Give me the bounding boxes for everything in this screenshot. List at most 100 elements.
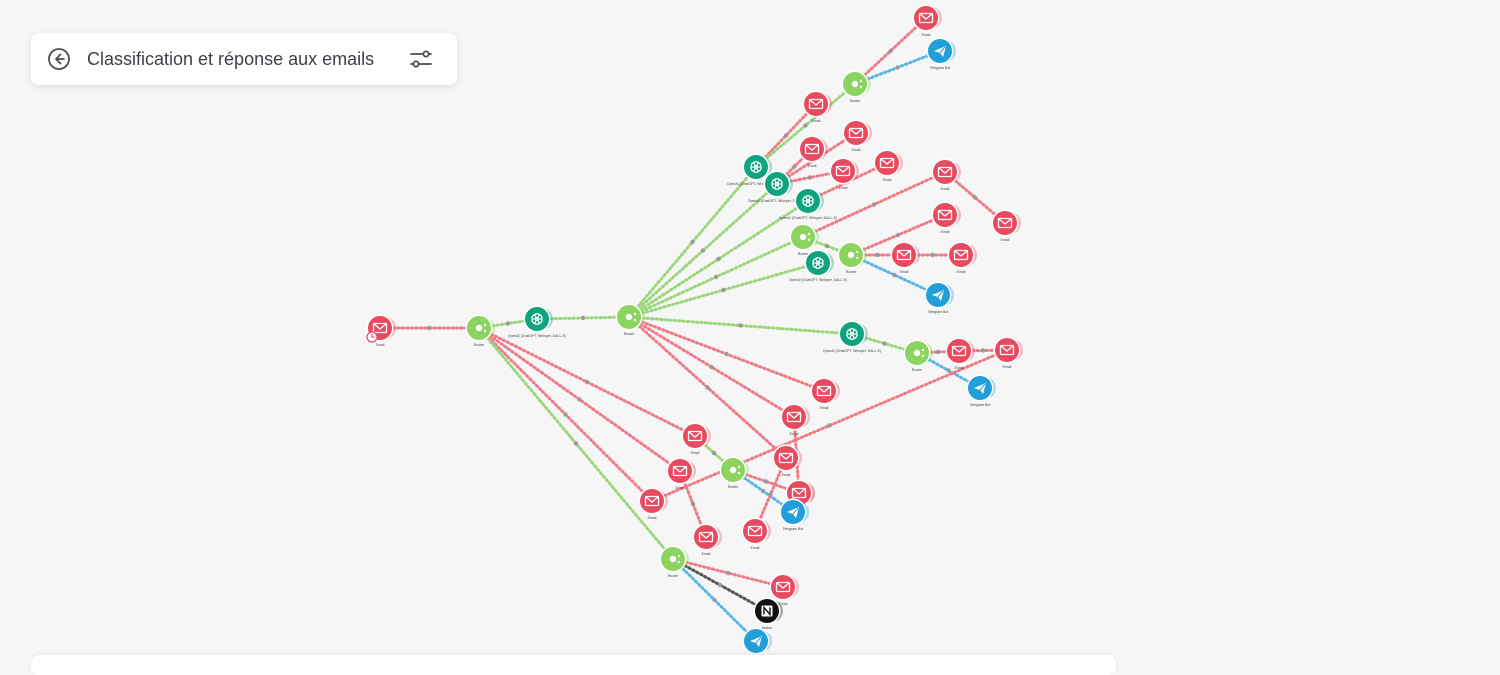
filter-icon[interactable] bbox=[803, 123, 808, 128]
filter-icon[interactable] bbox=[783, 133, 789, 138]
module-router[interactable]: Router bbox=[615, 303, 646, 337]
module-openai[interactable]: OpenAI (ChatGPT, Whisper, DALL-E) bbox=[789, 249, 847, 283]
scenario-connection[interactable] bbox=[627, 199, 810, 319]
module-email[interactable]: Email bbox=[810, 377, 841, 411]
scenario-connection[interactable] bbox=[754, 82, 857, 169]
module-router[interactable]: Router bbox=[789, 223, 820, 257]
scenario-connection[interactable] bbox=[627, 315, 796, 419]
module-email[interactable]: Email bbox=[780, 403, 811, 437]
module-router[interactable]: Router bbox=[659, 545, 690, 579]
module-telegram[interactable]: Telegram Bot bbox=[779, 498, 810, 532]
filter-icon[interactable] bbox=[577, 397, 582, 402]
module-email[interactable]: Email bbox=[769, 573, 800, 607]
module-email[interactable]: Email bbox=[829, 157, 860, 191]
settings-button[interactable] bbox=[407, 45, 435, 73]
scenario-connection[interactable] bbox=[535, 315, 631, 321]
scenario-connection[interactable] bbox=[627, 261, 820, 319]
scenario-connection[interactable] bbox=[627, 165, 758, 319]
filter-icon[interactable] bbox=[713, 274, 719, 280]
filter-icon[interactable] bbox=[792, 164, 797, 169]
scenario-connection[interactable] bbox=[627, 182, 779, 319]
scenario-connection[interactable] bbox=[627, 315, 826, 393]
filter-icon[interactable] bbox=[871, 202, 877, 207]
filter-icon[interactable] bbox=[738, 323, 743, 328]
filter-icon[interactable] bbox=[573, 441, 579, 446]
module-email[interactable]: Email bbox=[993, 336, 1024, 370]
filter-icon[interactable] bbox=[980, 348, 986, 353]
module-router[interactable]: Router bbox=[465, 314, 496, 348]
module-router[interactable]: Router bbox=[719, 456, 750, 490]
filter-icon[interactable] bbox=[972, 195, 978, 200]
scenario-connection[interactable] bbox=[853, 49, 942, 86]
filter-icon[interactable] bbox=[427, 325, 432, 331]
module-email[interactable]: Email bbox=[772, 444, 803, 478]
module-email[interactable]: Email bbox=[681, 422, 712, 456]
filter-icon[interactable] bbox=[824, 243, 830, 249]
module-email[interactable]: Email bbox=[873, 149, 904, 183]
filter-icon[interactable] bbox=[563, 412, 568, 417]
filter-icon[interactable] bbox=[712, 597, 717, 603]
module-telegram[interactable]: Telegram Bot bbox=[966, 374, 997, 408]
module-openai[interactable]: OpenAI (ChatGPT, Whisper, DALL-E) bbox=[508, 305, 566, 339]
scenario-connection[interactable] bbox=[477, 326, 682, 473]
module-email[interactable]: Email bbox=[842, 119, 873, 153]
filter-icon[interactable] bbox=[935, 349, 941, 355]
module-email[interactable]: Email bbox=[798, 135, 829, 169]
module-router[interactable]: Router bbox=[841, 70, 872, 104]
filter-icon[interactable] bbox=[709, 364, 714, 370]
filter-icon[interactable] bbox=[895, 232, 901, 238]
module-email[interactable]: Email bbox=[666, 457, 697, 491]
module-email[interactable]: Email bbox=[638, 487, 669, 521]
filter-icon[interactable] bbox=[768, 492, 773, 497]
module-openai[interactable]: OpenAI (ChatGPT, Whisper, DALL-E) bbox=[727, 153, 785, 187]
module-email[interactable]: Email bbox=[692, 523, 723, 557]
scenario-connection[interactable] bbox=[477, 326, 654, 503]
filter-icon[interactable] bbox=[930, 252, 935, 258]
back-button[interactable] bbox=[47, 47, 71, 71]
filter-icon[interactable] bbox=[895, 65, 900, 70]
module-telegram[interactable]: Telegram Bot bbox=[924, 281, 955, 315]
scenario-connection[interactable] bbox=[650, 348, 1009, 503]
module-email[interactable]: Email bbox=[785, 479, 816, 513]
filter-icon[interactable] bbox=[882, 341, 887, 346]
filter-icon[interactable] bbox=[711, 450, 717, 456]
filter-icon[interactable] bbox=[763, 479, 769, 484]
scenario-connection[interactable] bbox=[477, 326, 697, 438]
module-openai[interactable]: OpenAI (ChatGPT, Whisper, DALL-E) bbox=[823, 320, 881, 354]
module-email[interactable]: Email bbox=[945, 337, 976, 371]
filter-icon[interactable] bbox=[875, 252, 880, 258]
filter-icon[interactable] bbox=[717, 582, 723, 588]
scenario-connection[interactable] bbox=[754, 102, 818, 169]
filter-icon[interactable] bbox=[505, 321, 511, 326]
module-notion[interactable]: Notion bbox=[753, 597, 784, 631]
scenario-connection[interactable] bbox=[671, 557, 758, 643]
filter-icon[interactable] bbox=[580, 315, 586, 321]
scenario-connection[interactable] bbox=[378, 325, 481, 331]
filter-icon[interactable] bbox=[946, 368, 951, 373]
filter-icon[interactable] bbox=[888, 48, 893, 54]
module-email[interactable]: Email bbox=[802, 90, 833, 124]
filter-icon[interactable] bbox=[690, 239, 695, 245]
filter-icon[interactable] bbox=[725, 570, 731, 576]
module-email[interactable]: Email bbox=[931, 158, 962, 192]
module-router[interactable]: Router bbox=[837, 241, 868, 275]
scenario-connection[interactable] bbox=[627, 315, 854, 336]
module-telegram[interactable]: Telegram Bot bbox=[926, 37, 957, 71]
module-email[interactable]: Email bbox=[741, 517, 772, 551]
filter-icon[interactable] bbox=[892, 272, 897, 278]
module-router[interactable]: Router bbox=[903, 339, 934, 373]
scenario-connection[interactable] bbox=[801, 170, 947, 239]
trigger-clock-icon[interactable] bbox=[366, 331, 378, 343]
module-email[interactable]: Email bbox=[947, 241, 978, 275]
filter-icon[interactable] bbox=[700, 248, 706, 253]
module-openai[interactable]: OpenAI (ChatGPT, Whisper, DALL-E) bbox=[748, 170, 806, 204]
scenario-connection[interactable] bbox=[671, 557, 785, 589]
scenario-connection[interactable] bbox=[671, 557, 769, 613]
module-openai[interactable]: OpenAI (ChatGPT, Whisper, DALL-E) bbox=[779, 187, 837, 221]
filter-icon[interactable] bbox=[690, 501, 696, 507]
module-email[interactable]: Email bbox=[890, 241, 921, 275]
module-email[interactable]: Email bbox=[912, 4, 943, 38]
scenario-connection[interactable] bbox=[627, 315, 788, 460]
scenario-connection[interactable] bbox=[849, 253, 940, 297]
filter-icon[interactable] bbox=[724, 351, 729, 357]
